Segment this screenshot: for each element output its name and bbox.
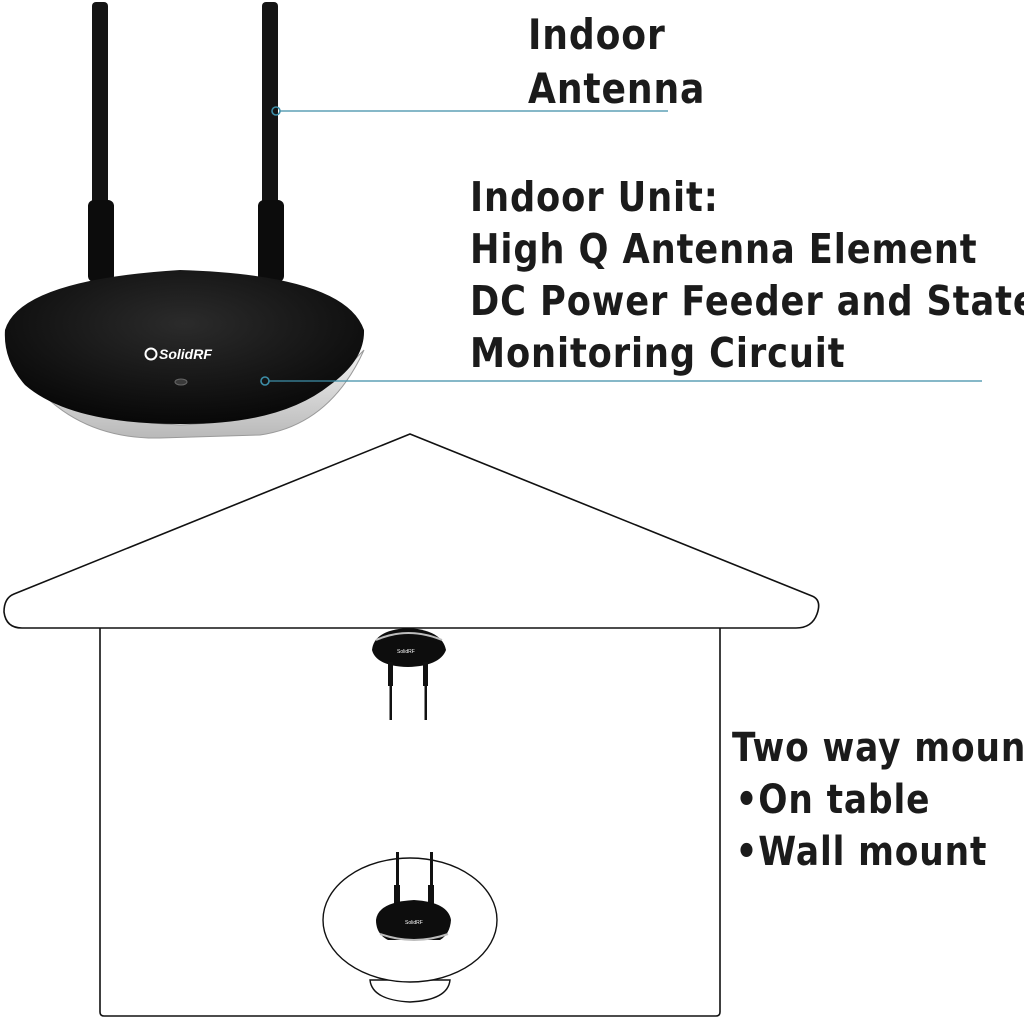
mount-options-label: Two way mount •On table •Wall mount bbox=[732, 728, 1024, 884]
mount-option-wall: •Wall mount bbox=[735, 829, 988, 875]
indoor-unit-line-1: Indoor Unit: bbox=[470, 173, 719, 221]
logo-text: SolidRF bbox=[159, 346, 212, 362]
house-roof bbox=[3, 433, 820, 629]
mount-option-table: •On table bbox=[735, 777, 931, 823]
callout-antenna bbox=[271, 106, 668, 116]
indoor-unit-label: Indoor Unit: High Q Antenna Element DC P… bbox=[470, 177, 1024, 385]
table-stand bbox=[369, 979, 451, 1003]
left-antenna bbox=[88, 2, 114, 282]
mount-title: Two way mount bbox=[732, 725, 1024, 771]
indoor-unit-line-2: High Q Antenna Element bbox=[470, 225, 978, 273]
callout-indoor-unit bbox=[260, 376, 982, 386]
wall-unit-logo: SolidRF bbox=[397, 649, 415, 655]
indoor-antenna-line-2: Antenna bbox=[528, 64, 706, 113]
solidrf-logo: SolidRF bbox=[144, 346, 212, 362]
indoor-unit-device: SolidRF bbox=[4, 2, 365, 439]
house-outline bbox=[3, 433, 820, 1017]
house-walls bbox=[99, 628, 721, 1017]
status-led bbox=[174, 378, 188, 386]
table-unit-logo: SolidRF bbox=[405, 920, 423, 926]
device-top-shell bbox=[4, 270, 365, 425]
indoor-antenna-label: Indoor Antenna bbox=[528, 14, 705, 122]
indoor-unit-line-4: Monitoring Circuit bbox=[470, 329, 846, 377]
indoor-antenna-line-1: Indoor bbox=[528, 10, 666, 59]
table-with-unit: SolidRF bbox=[322, 852, 498, 1003]
wall-mounted-unit: SolidRF bbox=[372, 628, 446, 720]
right-antenna bbox=[258, 2, 284, 282]
indoor-unit-line-3: DC Power Feeder and State bbox=[470, 277, 1024, 325]
